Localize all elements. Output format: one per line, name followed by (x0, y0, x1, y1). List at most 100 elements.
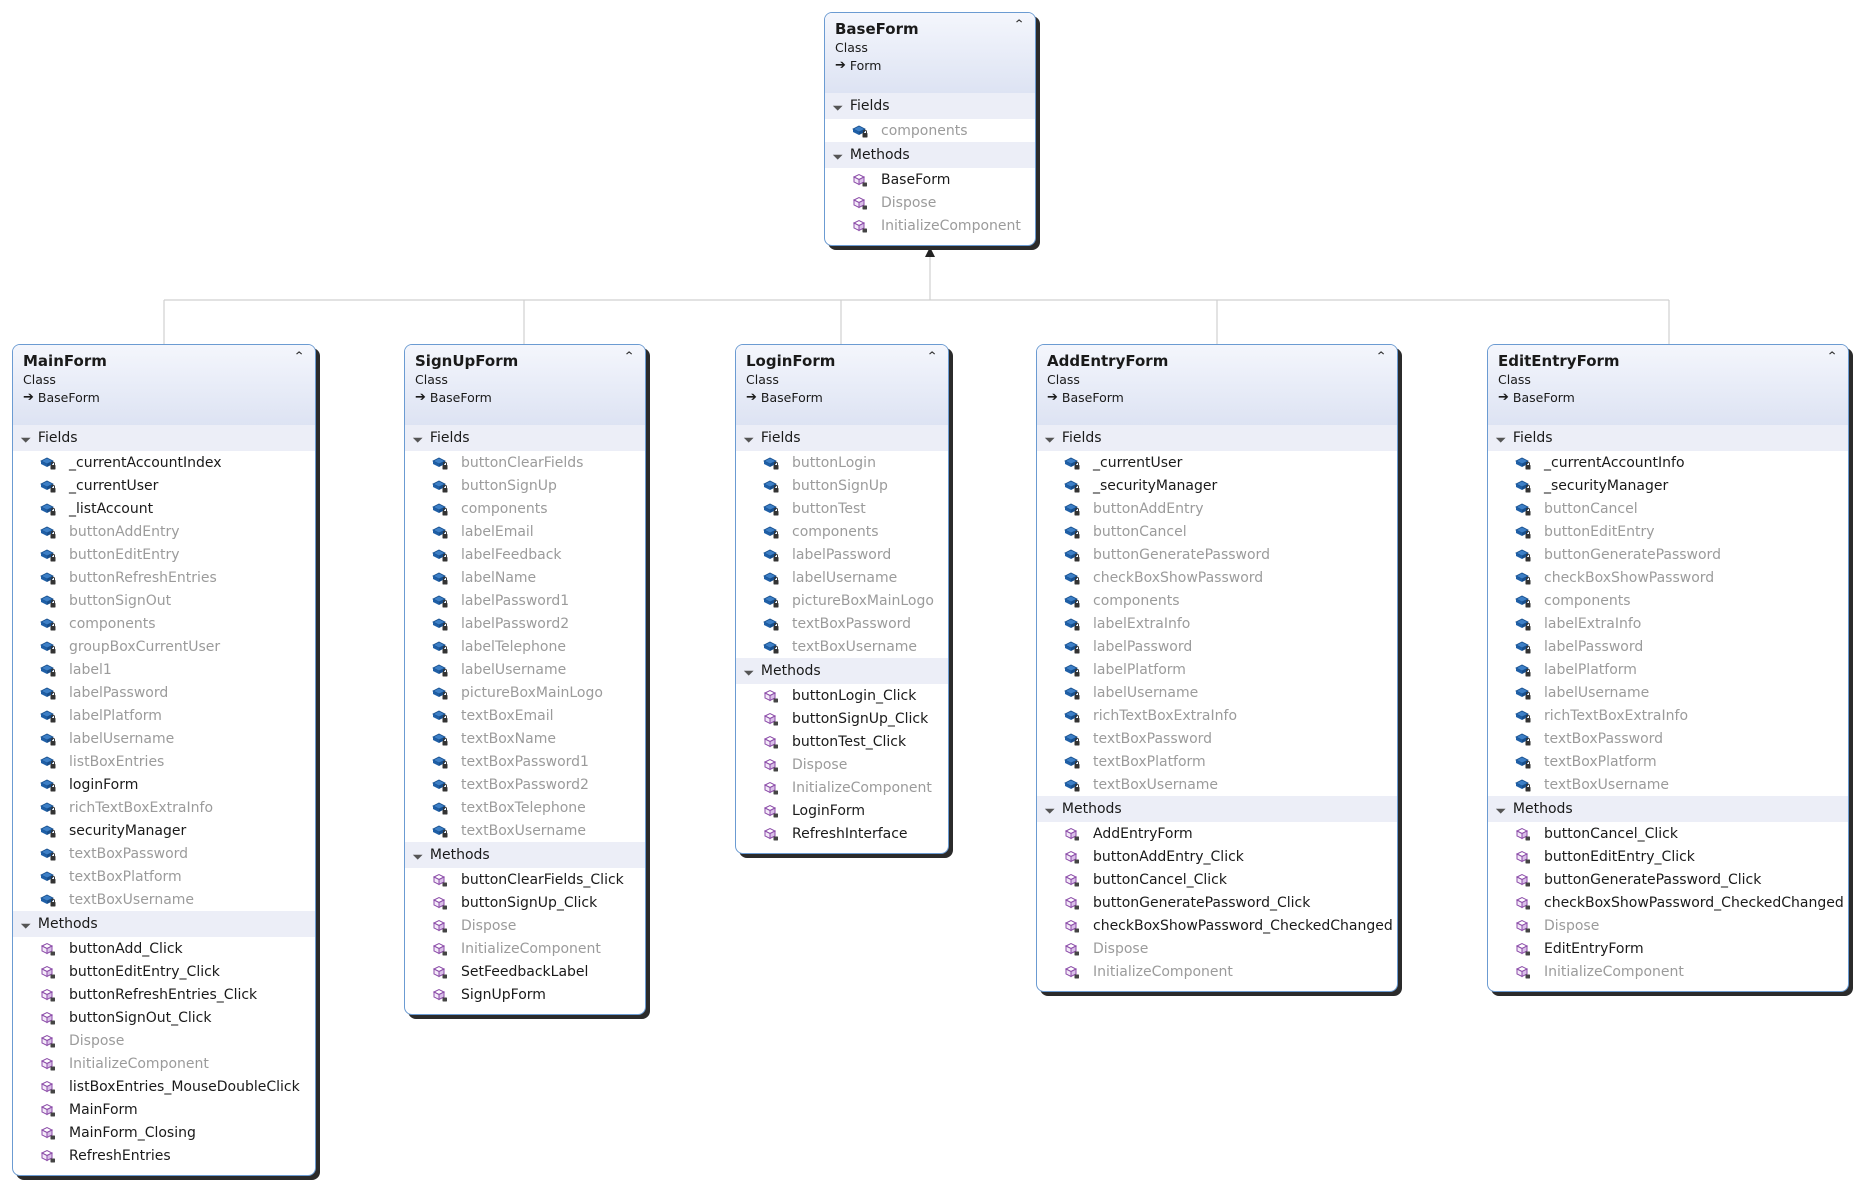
method-row[interactable]: Dispose (13, 1029, 315, 1052)
method-row[interactable]: EditEntryForm (1488, 937, 1848, 960)
field-row[interactable]: buttonRefreshEntries (13, 566, 315, 589)
expand-triangle-icon[interactable]: ◢ (742, 665, 755, 677)
method-row[interactable]: Dispose (1037, 937, 1397, 960)
expand-triangle-icon[interactable]: ◢ (411, 849, 424, 861)
method-row[interactable]: SignUpForm (405, 983, 645, 1006)
field-row[interactable]: labelExtraInfo (1488, 612, 1848, 635)
field-row[interactable]: buttonGeneratePassword (1488, 543, 1848, 566)
field-row[interactable]: labelFeedback (405, 543, 645, 566)
field-row[interactable]: pictureBoxMainLogo (405, 681, 645, 704)
field-row[interactable]: _securityManager (1488, 474, 1848, 497)
field-row[interactable]: checkBoxShowPassword (1037, 566, 1397, 589)
field-row[interactable]: richTextBoxExtraInfo (13, 796, 315, 819)
collapse-chevron-icon[interactable]: ⌃ (926, 349, 938, 365)
field-row[interactable]: checkBoxShowPassword (1488, 566, 1848, 589)
field-row[interactable]: _securityManager (1037, 474, 1397, 497)
method-row[interactable]: buttonCancel_Click (1488, 822, 1848, 845)
field-row[interactable]: textBoxPassword2 (405, 773, 645, 796)
section-header[interactable]: ◢Fields (736, 425, 948, 451)
method-row[interactable]: RefreshEntries (13, 1144, 315, 1167)
expand-triangle-icon[interactable]: ◢ (1043, 432, 1056, 444)
method-row[interactable]: buttonTest_Click (736, 730, 948, 753)
collapse-chevron-icon[interactable]: ⌃ (293, 349, 305, 365)
field-row[interactable]: buttonSignOut (13, 589, 315, 612)
section-header[interactable]: ◢Fields (1037, 425, 1397, 451)
method-row[interactable]: buttonEditEntry_Click (1488, 845, 1848, 868)
method-row[interactable]: MainForm_Closing (13, 1121, 315, 1144)
section-header[interactable]: ◢Fields (1488, 425, 1848, 451)
field-row[interactable]: buttonCancel (1488, 497, 1848, 520)
method-row[interactable]: MainForm (13, 1098, 315, 1121)
field-row[interactable]: buttonGeneratePassword (1037, 543, 1397, 566)
method-row[interactable]: buttonClearFields_Click (405, 868, 645, 891)
field-row[interactable]: richTextBoxExtraInfo (1037, 704, 1397, 727)
method-row[interactable]: buttonCancel_Click (1037, 868, 1397, 891)
field-row[interactable]: labelPassword1 (405, 589, 645, 612)
field-row[interactable]: labelUsername (1037, 681, 1397, 704)
field-row[interactable]: textBoxUsername (1488, 773, 1848, 796)
field-row[interactable]: components (13, 612, 315, 635)
section-header[interactable]: ◢Fields (13, 425, 315, 451)
method-row[interactable]: LoginForm (736, 799, 948, 822)
method-row[interactable]: buttonSignUp_Click (405, 891, 645, 914)
field-row[interactable]: labelPassword (13, 681, 315, 704)
field-row[interactable]: labelUsername (13, 727, 315, 750)
field-row[interactable]: labelName (405, 566, 645, 589)
field-row[interactable]: textBoxUsername (1037, 773, 1397, 796)
field-row[interactable]: textBoxEmail (405, 704, 645, 727)
field-row[interactable]: textBoxPassword (13, 842, 315, 865)
method-row[interactable]: Dispose (736, 753, 948, 776)
method-row[interactable]: InitializeComponent (1037, 960, 1397, 983)
expand-triangle-icon[interactable]: ◢ (411, 432, 424, 444)
expand-triangle-icon[interactable]: ◢ (831, 149, 844, 161)
method-row[interactable]: InitializeComponent (13, 1052, 315, 1075)
method-row[interactable]: InitializeComponent (736, 776, 948, 799)
expand-triangle-icon[interactable]: ◢ (1494, 803, 1507, 815)
expand-triangle-icon[interactable]: ◢ (19, 432, 32, 444)
section-header[interactable]: ◢Methods (13, 911, 315, 937)
expand-triangle-icon[interactable]: ◢ (19, 918, 32, 930)
field-row[interactable]: _currentAccountInfo (1488, 451, 1848, 474)
field-row[interactable]: textBoxPassword1 (405, 750, 645, 773)
method-row[interactable]: listBoxEntries_MouseDoubleClick (13, 1075, 315, 1098)
method-row[interactable]: buttonAdd_Click (13, 937, 315, 960)
field-row[interactable]: components (1488, 589, 1848, 612)
method-row[interactable]: Dispose (825, 191, 1035, 214)
field-row[interactable]: buttonClearFields (405, 451, 645, 474)
field-row[interactable]: textBoxTelephone (405, 796, 645, 819)
method-row[interactable]: RefreshInterface (736, 822, 948, 845)
method-row[interactable]: buttonSignOut_Click (13, 1006, 315, 1029)
section-header[interactable]: ◢Methods (1488, 796, 1848, 822)
collapse-chevron-icon[interactable]: ⌃ (1013, 17, 1025, 33)
field-row[interactable]: textBoxPlatform (1488, 750, 1848, 773)
field-row[interactable]: labelTelephone (405, 635, 645, 658)
field-row[interactable]: buttonEditEntry (1488, 520, 1848, 543)
field-row[interactable]: textBoxPassword (1488, 727, 1848, 750)
method-row[interactable]: InitializeComponent (405, 937, 645, 960)
field-row[interactable]: textBoxUsername (13, 888, 315, 911)
method-row[interactable]: buttonRefreshEntries_Click (13, 983, 315, 1006)
field-row[interactable]: labelPassword (736, 543, 948, 566)
field-row[interactable]: buttonLogin (736, 451, 948, 474)
field-row[interactable]: labelPlatform (13, 704, 315, 727)
field-row[interactable]: textBoxPassword (736, 612, 948, 635)
method-row[interactable]: AddEntryForm (1037, 822, 1397, 845)
method-row[interactable]: checkBoxShowPassword_CheckedChanged (1037, 914, 1397, 937)
field-row[interactable]: buttonAddEntry (1037, 497, 1397, 520)
field-row[interactable]: listBoxEntries (13, 750, 315, 773)
method-row[interactable]: Dispose (405, 914, 645, 937)
collapse-chevron-icon[interactable]: ⌃ (623, 349, 635, 365)
method-row[interactable]: buttonAddEntry_Click (1037, 845, 1397, 868)
field-row[interactable]: _currentUser (1037, 451, 1397, 474)
field-row[interactable]: labelUsername (736, 566, 948, 589)
method-row[interactable]: buttonLogin_Click (736, 684, 948, 707)
method-row[interactable]: SetFeedbackLabel (405, 960, 645, 983)
field-row[interactable]: _listAccount (13, 497, 315, 520)
